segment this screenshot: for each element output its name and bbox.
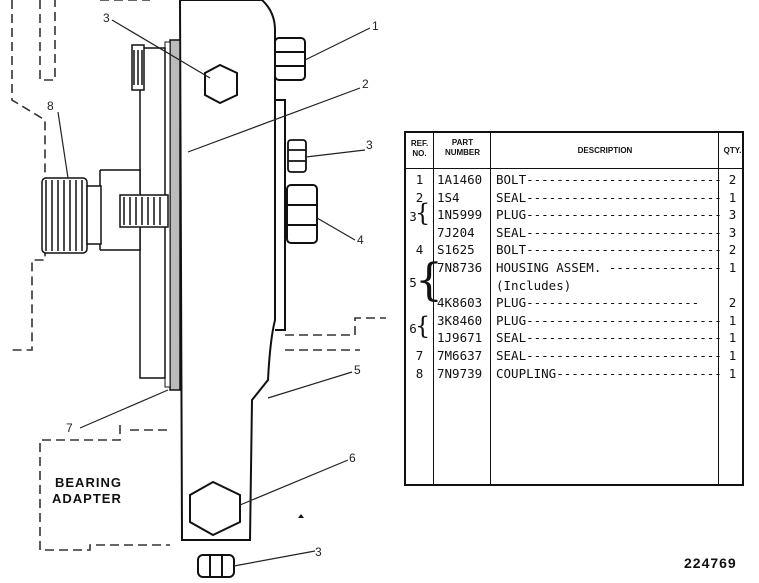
table-row: 3K8460 PLUG--------------------------- 1 [406,312,742,329]
description-cell: PLUG--------------------------- [496,207,720,223]
qty-cell: 3 [728,207,737,223]
adapter-label-line2: ADAPTER [52,491,122,506]
callout-3-upper: 3 [103,11,110,25]
callout-4: 4 [357,233,364,247]
qty-cell: 1 [728,189,737,205]
callout-2: 2 [362,77,369,91]
plug-upper [204,63,238,105]
part-number-cell: 7N8736 [437,260,483,275]
qty-cell: 2 [728,172,737,187]
part-number-cell: 1S4 [437,189,460,205]
part-number-cell: 3K8460 [437,312,483,328]
part-number-cell: 7N9739 [437,365,483,381]
plug-bottom [197,554,235,578]
description-cell: SEAL--------------------------- [496,330,720,346]
table-row: (Includes) [406,277,742,294]
header-ref-no: REF.NO. [410,139,429,158]
qty-cell: 3 [728,224,737,240]
description-cell: SEAL--------------------------- [496,189,720,205]
description-cell: PLUG----------------------- [496,295,700,311]
part-number-cell: 1J9671 [437,330,483,346]
callout-7: 7 [66,421,73,435]
small-mark [298,514,304,518]
description-cell: BOLT--------------------------- [496,242,720,258]
callout-6: 6 [349,451,356,465]
table-row: 4K8603 PLUG----------------------- 2 [406,294,742,311]
plug-6 [189,480,241,537]
ref-cell: 8 [415,365,424,381]
table-row: 8 7N9739 COUPLING----------------------- 1 [406,365,742,382]
table-row: 7J204 SEAL--------------------------- 3 [406,224,742,241]
description-cell: COUPLING----------------------- [496,365,720,381]
qty-cell: 2 [728,295,737,311]
group-ref-3: 3 [409,209,417,224]
part-number-cell: 7J204 [437,224,475,240]
qty-cell: 1 [728,312,737,328]
table-row: 2 1S4 SEAL--------------------------- 1 [406,189,742,206]
ref-cell: 7 [415,348,424,363]
table-row: 7N8736 HOUSING ASSEM. ----------------- 1 [406,259,742,276]
bearing-adapter-outline [8,0,386,551]
housing-assembly [178,0,286,541]
description-cell: PLUG--------------------------- [496,312,720,328]
description-cell: SEAL--------------------------- [496,224,720,240]
description-cell: (Includes) [496,277,572,293]
table-row: 1 1A1460 BOLT--------------------------- 2 [406,171,742,188]
plug-side [287,139,307,173]
bolt-1 [274,37,306,81]
part-number-cell: 1N5999 [437,207,483,223]
table-row: 7 7M6637 SEAL--------------------------- 1 [406,347,742,364]
callout-8: 8 [47,99,54,113]
callout-3-side: 3 [366,138,373,152]
bolt-4 [286,184,318,244]
description-cell: SEAL--------------------------- [496,348,720,363]
qty-cell: 1 [728,260,737,275]
header-description: DESCRIPTION [577,146,633,155]
group-brace-5: { [415,255,443,306]
callout-1: 1 [372,19,379,33]
header-qty: QTY. [723,146,742,155]
description-cell: HOUSING ASSEM. ----------------- [496,260,720,275]
qty-cell: 1 [728,330,737,346]
group-brace-3: { [415,199,431,227]
drawing-number: 224769 [684,555,737,571]
coupling [41,177,102,254]
ref-cell: 2 [415,189,424,205]
description-cell: BOLT--------------------------- [496,172,720,187]
part-number-cell: 7M6637 [437,348,483,363]
table-row: 1N5999 PLUG--------------------------- 3 [406,206,742,223]
ref-cell: 4 [415,242,424,258]
table-row: 1J9671 SEAL--------------------------- 1 [406,329,742,346]
group-ref-5: 5 [409,275,417,290]
ref-cell: 1 [415,172,424,187]
part-number-cell: 4K8603 [437,295,483,311]
adapter-label-line1: BEARING [55,475,122,490]
callout-3-bottom: 3 [315,545,322,559]
qty-cell: 2 [728,242,737,258]
part-number-cell: 1A1460 [437,172,483,187]
leader-lines [57,19,371,567]
qty-cell: 1 [728,348,737,363]
drive-gear [99,44,169,379]
callout-5: 5 [354,363,361,377]
group-brace-6: { [415,312,431,340]
table-row: 4 S1625 BOLT--------------------------- 2 [406,241,742,258]
qty-cell: 1 [728,365,737,381]
group-ref-6: 6 [409,321,417,336]
part-number-cell: S1625 [437,242,475,258]
